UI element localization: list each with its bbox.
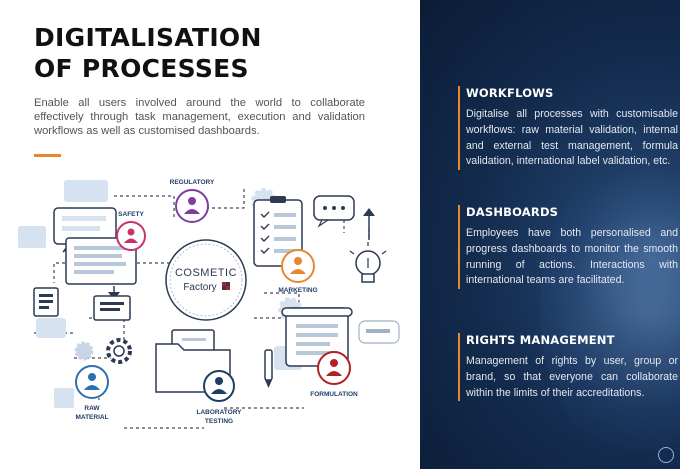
label-marketing: MARKETING <box>278 287 317 294</box>
comment-bubble-icon <box>358 320 400 344</box>
lightbulb-icon <box>349 242 387 283</box>
section-workflows: WORKFLOWS Digitalise all processes with … <box>458 86 678 171</box>
small-card-icon <box>93 295 131 321</box>
small-document-icon <box>33 287 59 317</box>
label-laboratory-1: LABORATORY <box>196 409 242 416</box>
role-regulatory: REGULATORY <box>170 179 215 223</box>
checker-flag-icon <box>222 282 230 290</box>
role-raw-material: RAW MATERIAL <box>75 365 109 421</box>
label-laboratory-2: TESTING <box>205 418 233 425</box>
arrow-up-icon <box>363 208 375 240</box>
typing-bubble-icon <box>313 195 355 228</box>
page-title-line-1: DIGITALISATION <box>34 23 262 52</box>
globe-glow <box>540 150 680 469</box>
section-dashboards: DASHBOARDS Employees have both personali… <box>458 205 678 290</box>
intro-paragraph: Enable all users involved around the wor… <box>34 97 365 137</box>
section-rights-heading: RIGHTS MANAGEMENT <box>466 333 615 347</box>
process-diagram: COSMETIC Factory REGULATORY SAFETY <box>18 179 400 429</box>
logo-word-cosmetic: COSMETIC <box>175 267 237 279</box>
document-icon <box>65 237 137 285</box>
logo-word-factory: Factory <box>183 282 216 293</box>
section-rights-body: Management of rights by user, group or b… <box>466 355 678 399</box>
gear-icon <box>106 338 132 364</box>
page-title-line-2: OF PROCESSES <box>34 54 249 83</box>
cosmetic-factory-logo: COSMETIC Factory <box>165 239 247 321</box>
section-dashboards-body: Employees have both personalised and pro… <box>466 227 678 287</box>
section-dashboards-heading: DASHBOARDS <box>466 205 559 219</box>
role-laboratory-testing: LABORATORY TESTING <box>196 370 242 425</box>
left-panel: DIGITALISATION OF PROCESSES Enable all u… <box>18 22 400 429</box>
label-formulation: FORMULATION <box>310 391 358 398</box>
page-title: DIGITALISATION OF PROCESSES <box>34 22 262 84</box>
role-marketing: MARKETING <box>278 249 318 294</box>
right-panel: WORKFLOWS Digitalise all processes with … <box>420 0 680 469</box>
accent-divider <box>34 154 61 157</box>
corner-logo-icon <box>658 447 674 463</box>
section-workflows-body: Digitalise all processes with customisab… <box>466 108 678 168</box>
role-formulation: FORMULATION <box>310 351 358 398</box>
label-regulatory: REGULATORY <box>170 179 215 186</box>
gear-small-icon <box>74 341 94 361</box>
label-safety: SAFETY <box>118 211 144 218</box>
role-safety: SAFETY <box>116 211 146 251</box>
section-workflows-heading: WORKFLOWS <box>466 86 554 100</box>
label-raw-material-2: MATERIAL <box>75 414 108 421</box>
label-raw-material-1: RAW <box>84 405 100 412</box>
section-rights-management: RIGHTS MANAGEMENT Management of rights b… <box>458 333 678 402</box>
pen-icon <box>264 349 273 388</box>
checklist-icon <box>253 196 303 267</box>
